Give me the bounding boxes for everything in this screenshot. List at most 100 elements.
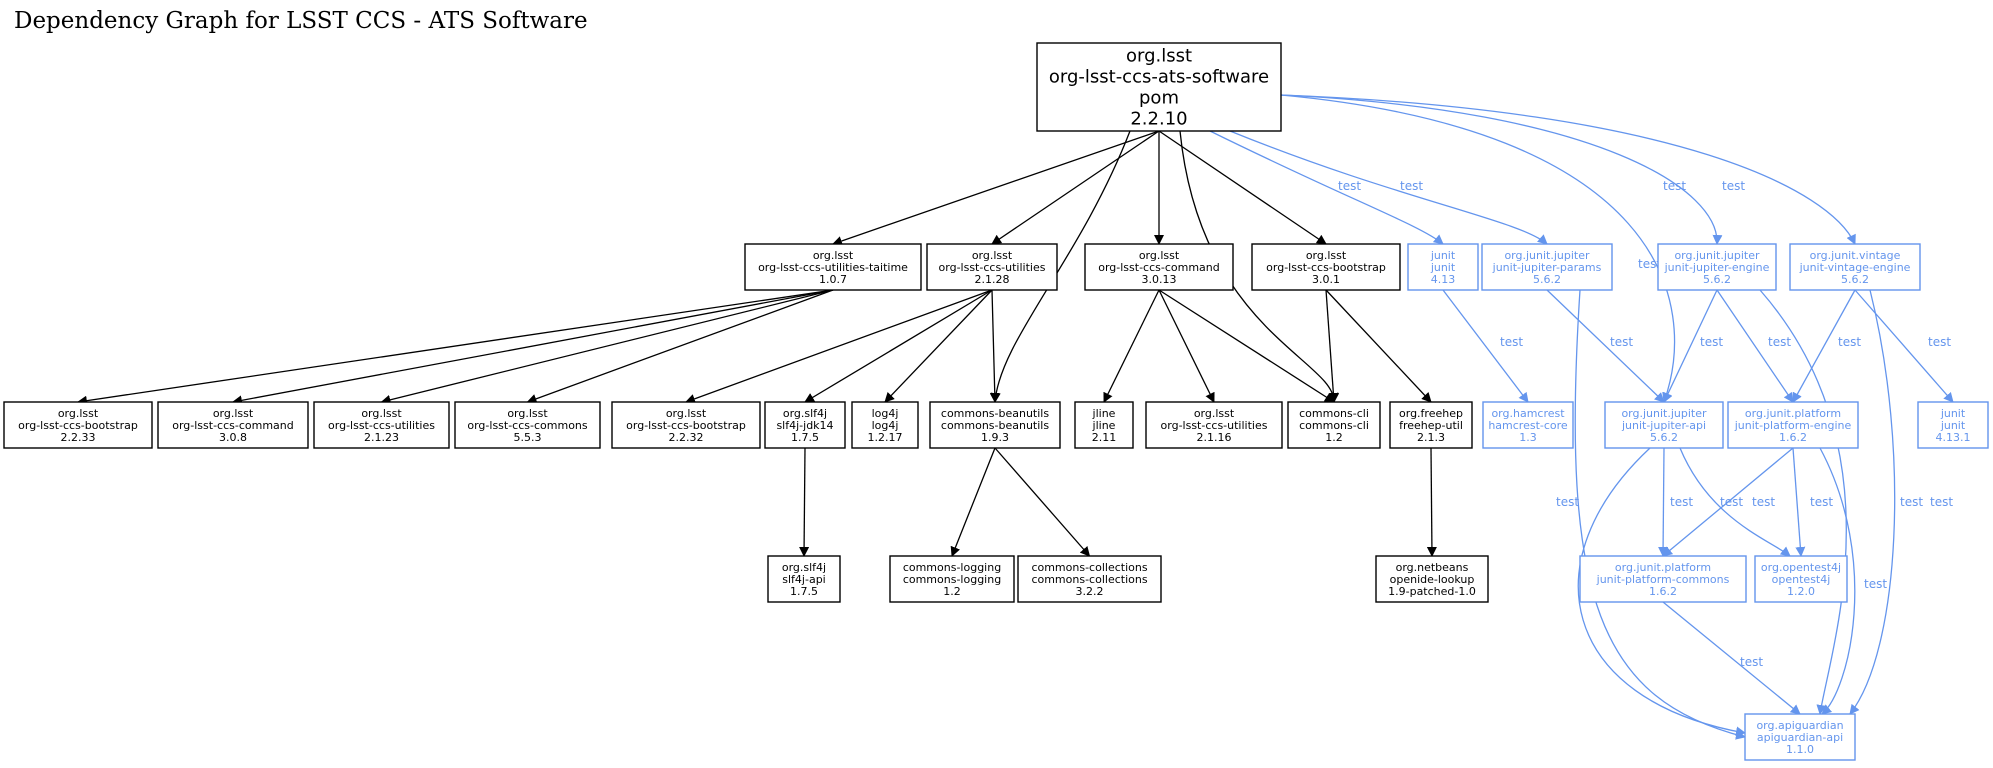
edge-beanutils-to-collections — [994, 447, 1091, 557]
node-apiguardian-line-2: 1.1.0 — [1786, 743, 1814, 756]
node-jline-line-1: jline — [1092, 419, 1116, 432]
node-box-root — [1036, 42, 1282, 132]
edge-label-jparams-to-apiguardian: test — [1556, 495, 1579, 509]
edge-label-root-to-jengine: test — [1663, 179, 1686, 193]
node-japi-line-0: org.junit.jupiter — [1621, 407, 1707, 420]
node-util2128-line-2: 2.1.28 — [975, 273, 1010, 286]
node-box-hamcrest — [1482, 401, 1574, 449]
node-jengine-line-1: junit-jupiter-engine — [1664, 261, 1770, 274]
node-boot2232-line-0: org.lsst — [666, 407, 707, 420]
edge-root-to-beanutils — [990, 130, 1131, 403]
edge-jengine-to-japi — [1663, 289, 1718, 403]
node-box-cmd3013 — [1084, 243, 1234, 291]
edge-freehep-to-openide — [1426, 447, 1437, 557]
node-taitime-line-2: 1.0.7 — [819, 273, 847, 286]
node-commons553-line-1: org-lsst-ccs-commons — [467, 419, 588, 432]
node-util2128-line-0: org.lsst — [972, 249, 1013, 262]
node-hamcrest-line-1: hamcrest-core — [1488, 419, 1568, 432]
node-box-opentest — [1754, 555, 1848, 603]
node-log4j-line-2: 1.2.17 — [868, 431, 903, 444]
node-cmd308-line-1: org-lsst-ccs-command — [172, 419, 294, 432]
node-pcommons-line-0: org.junit.platform — [1615, 561, 1711, 574]
node-box-logging — [889, 555, 1015, 603]
edge-label-vintage-to-junit4131: test — [1928, 335, 1951, 349]
node-boot2233-line-0: org.lsst — [58, 407, 99, 420]
node-junit413-line-2: 4.13 — [1431, 273, 1456, 286]
edge-label-jengine-to-japi: test — [1700, 335, 1723, 349]
node-cmd308-line-0: org.lsst — [213, 407, 254, 420]
edge-jparams-to-apiguardian — [1574, 289, 1746, 740]
node-jline-line-2: 2.11 — [1092, 431, 1117, 444]
node-jengine-line-2: 5.6.2 — [1703, 273, 1731, 286]
node-boot301-line-0: org.lsst — [1306, 249, 1347, 262]
edge-cmd3013-to-util2116 — [1158, 289, 1215, 403]
node-collections-line-2: 3.2.2 — [1076, 585, 1104, 598]
node-collections-line-0: commons-collections — [1031, 561, 1147, 574]
edge-util2128-to-slf4jjdk — [804, 289, 993, 403]
edge-label-root-to-junit413: test — [1338, 179, 1361, 193]
edge-japi-to-opentest — [1679, 447, 1791, 557]
edge-label-japi-to-opentest: test — [1720, 495, 1743, 509]
node-taitime-line-0: org.lsst — [813, 249, 854, 262]
edge-label-jengine-to-apiguardian: test — [1900, 495, 1923, 509]
edge-boot301-to-cli — [1325, 289, 1339, 403]
node-beanutils-line-2: 1.9.3 — [981, 431, 1009, 444]
edge-boot301-to-freehep — [1325, 289, 1432, 403]
edge-label-jparams-to-japi: test — [1610, 335, 1633, 349]
node-slf4jjdk-line-0: org.slf4j — [783, 407, 827, 420]
node-vintage-line-2: 5.6.2 — [1841, 273, 1869, 286]
node-root-line-2: pom — [1139, 88, 1179, 109]
edge-japi-to-apiguardian — [1577, 447, 1746, 737]
node-util2116-line-1: org-lsst-ccs-utilities — [1161, 419, 1268, 432]
edge-label-root-to-jparams: test — [1400, 179, 1423, 193]
node-jparams-line-0: org.junit.jupiter — [1504, 249, 1590, 262]
node-pengine: org.junit.platformjunit-platform-engine1… — [1727, 401, 1859, 449]
edge-cmd3013-to-jline — [1103, 289, 1160, 403]
edges-layer: test test test test test test test test test test… — [77, 94, 1954, 740]
edge-taitime-to-boot2233 — [77, 289, 834, 406]
node-boot301-line-1: org-lsst-ccs-bootstrap — [1266, 261, 1386, 274]
node-box-cmd308 — [157, 401, 309, 449]
edge-root-to-vintage — [1280, 94, 1856, 245]
node-jparams-line-1: junit-jupiter-params — [1492, 261, 1602, 274]
node-box-jengine — [1657, 243, 1777, 291]
node-openide-line-0: org.netbeans — [1396, 561, 1469, 574]
node-log4j-line-1: log4j — [872, 419, 899, 432]
edge-taitime-to-util2123 — [380, 289, 834, 405]
node-pcommons-line-2: 1.6.2 — [1649, 585, 1677, 598]
node-commons553-line-0: org.lsst — [507, 407, 548, 420]
node-vintage-line-0: org.junit.vintage — [1810, 249, 1901, 262]
node-openide: org.netbeansopenide-lookup1.9-patched-1.… — [1375, 555, 1489, 603]
node-box-boot2232 — [611, 401, 761, 449]
node-opentest-line-1: opentest4j — [1772, 573, 1831, 586]
edge-util2128-to-boot2232 — [685, 289, 993, 404]
node-collections-line-1: commons-collections — [1031, 573, 1147, 586]
edge-slf4jjdk-to-slf4japi — [799, 447, 810, 557]
node-box-util2116 — [1145, 401, 1283, 449]
edge-vintage-to-pengine — [1792, 289, 1856, 403]
edge-vintage-to-apiguardian — [1849, 289, 1896, 715]
node-junit413-line-0: junit — [1430, 249, 1456, 262]
node-logging-line-2: 1.2 — [943, 585, 961, 598]
edge-label-root-to-vintage: test — [1722, 179, 1745, 193]
node-slf4japi-line-0: org.slf4j — [782, 561, 826, 574]
edge-taitime-to-commons553 — [526, 289, 834, 404]
edge-taitime-to-cmd308 — [232, 289, 834, 406]
edge-vintage-to-junit4131 — [1854, 289, 1954, 403]
edge-jparams-to-japi — [1546, 289, 1665, 403]
node-cmd3013-line-0: org.lsst — [1139, 249, 1180, 262]
